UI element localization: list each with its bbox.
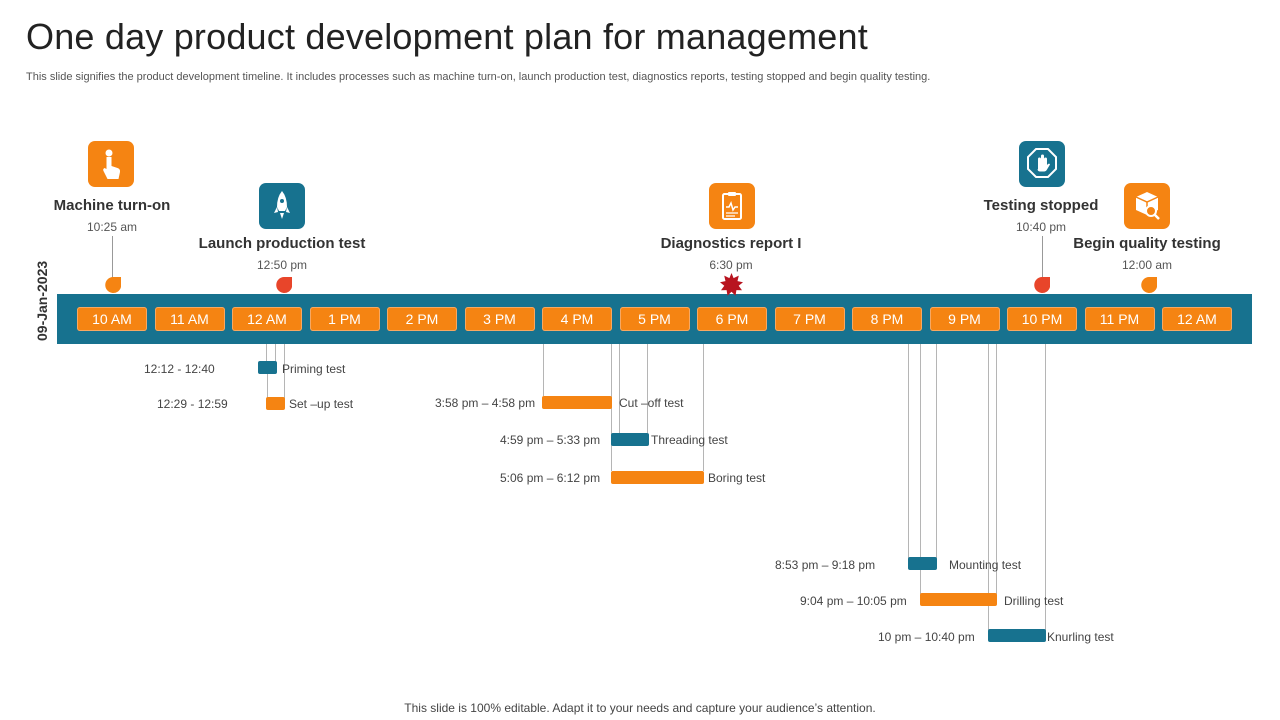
hour-pill: 12 AM — [232, 307, 302, 331]
task-guide-line — [267, 372, 268, 399]
hour-pill: 9 PM — [929, 307, 1000, 331]
task-guide-line — [1045, 344, 1046, 630]
milestone-marker-icon — [276, 277, 292, 293]
milestone-connector — [1042, 236, 1043, 280]
hour-pill: 3 PM — [464, 307, 535, 331]
milestone-time: 12:00 am — [1121, 258, 1173, 272]
task-guide-line — [920, 344, 921, 594]
task-name: Boring test — [708, 471, 766, 485]
task-time-range: 10 pm – 10:40 pm — [878, 630, 975, 644]
rocket-icon — [274, 191, 290, 219]
hand-pointer-icon — [103, 149, 121, 179]
task-bar — [542, 396, 612, 409]
task-guide-line — [996, 344, 997, 594]
task-bar — [611, 471, 704, 484]
task-name: Cut –off test — [619, 396, 684, 410]
task-bar — [920, 593, 997, 606]
hour-pill: 10 PM — [1007, 307, 1077, 331]
milestone-icon-box — [88, 141, 134, 187]
task-guide-line — [543, 344, 544, 396]
task-time-range: 3:58 pm – 4:58 pm — [435, 396, 536, 410]
task-guide-line — [275, 344, 276, 368]
task-guide-line — [936, 344, 937, 558]
box-search-icon — [1135, 192, 1160, 220]
task-guide-line — [619, 344, 620, 433]
hour-pill: 11 AM — [154, 307, 225, 331]
task-guide-line — [647, 344, 648, 433]
task-guide-line — [908, 344, 909, 558]
milestone-marker-icon — [1034, 277, 1050, 293]
milestone-time: 10:40 pm — [1015, 220, 1067, 234]
task-name: Priming test — [282, 362, 346, 376]
hour-pill: 2 PM — [387, 307, 457, 331]
stop-hand-icon — [1027, 148, 1057, 178]
hour-pill: 6 PM — [697, 307, 767, 331]
task-guide-line — [266, 344, 267, 368]
task-time-range: 9:04 pm – 10:05 pm — [800, 594, 907, 608]
milestone-marker-icon — [105, 277, 121, 293]
task-bar — [258, 361, 277, 374]
milestone-icon-box — [709, 183, 755, 229]
task-guide-line — [284, 344, 285, 399]
task-time-range: 12:29 - 12:59 — [157, 397, 228, 411]
page-title: One day product development plan for man… — [26, 16, 868, 57]
clipboard-report-icon — [722, 192, 742, 220]
task-guide-line — [988, 344, 989, 630]
milestone-title: Testing stopped — [983, 197, 1099, 214]
task-name: Drilling test — [1004, 594, 1064, 608]
hour-pill: 1 PM — [309, 307, 380, 331]
hour-pill: 10 AM — [77, 307, 147, 331]
task-time-range: 4:59 pm – 5:33 pm — [500, 433, 601, 447]
milestone-icon-box — [1019, 141, 1065, 187]
hour-pill: 8 PM — [852, 307, 922, 331]
task-time-range: 5:06 pm – 6:12 pm — [500, 471, 601, 485]
timeline-date-label: 09-Jan-2023 — [34, 260, 50, 341]
milestone-time: 6:30 pm — [709, 258, 753, 272]
milestone-icon-box — [1124, 183, 1170, 229]
milestone-time: 10:25 am — [86, 220, 138, 234]
task-name: Set –up test — [289, 397, 354, 411]
milestone-connector — [112, 236, 113, 280]
task-bar — [266, 397, 285, 410]
hour-pill: 11 PM — [1084, 307, 1155, 331]
task-time-range: 12:12 - 12:40 — [144, 362, 215, 376]
milestone-title: Launch production test — [198, 235, 366, 252]
task-name: Mounting test — [949, 558, 1022, 572]
milestone-title: Begin quality testing — [1073, 235, 1221, 252]
milestone-time: 12:50 pm — [256, 258, 308, 272]
task-bar — [988, 629, 1046, 642]
task-bar — [908, 557, 937, 570]
starburst-marker-icon — [720, 273, 743, 296]
task-bar — [611, 433, 649, 446]
milestone-title: Diagnostics report I — [660, 235, 802, 252]
hour-pill: 4 PM — [542, 307, 612, 331]
task-name: Knurling test — [1047, 630, 1114, 644]
task-time-range: 8:53 pm – 9:18 pm — [775, 558, 876, 572]
footer-note: This slide is 100% editable. Adapt it to… — [404, 701, 876, 715]
milestone-marker-icon — [1141, 277, 1157, 293]
task-name: Threading test — [651, 433, 728, 447]
task-guide-line — [703, 344, 704, 471]
hour-pill: 5 PM — [619, 307, 690, 331]
milestone-icon-box — [259, 183, 305, 229]
hour-pill: 12 AM — [1162, 307, 1232, 331]
page-subtitle: This slide signifies the product develop… — [26, 71, 931, 83]
milestone-title: Machine turn-on — [53, 197, 171, 214]
hour-pill: 7 PM — [774, 307, 845, 331]
